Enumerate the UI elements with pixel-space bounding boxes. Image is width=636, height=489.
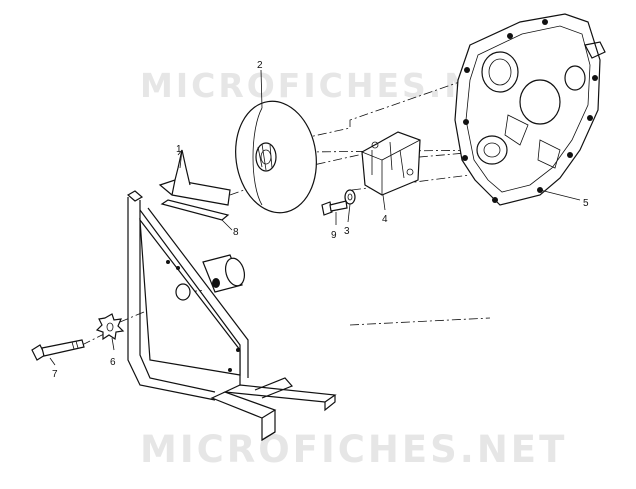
watermark-bottom: MICROFICHES.NET xyxy=(140,428,568,471)
callout-4: 4 xyxy=(382,214,388,225)
callout-2: 2 xyxy=(257,60,263,71)
callout-7: 7 xyxy=(52,369,58,380)
chaincase-housing xyxy=(454,13,606,206)
drive-clutch-disc xyxy=(235,100,317,214)
callout-9: 9 xyxy=(331,230,337,241)
leader-lines xyxy=(49,69,581,366)
bolt-small xyxy=(321,200,348,216)
star-washer xyxy=(95,313,125,341)
support-frame xyxy=(126,190,337,442)
callout-6: 6 xyxy=(110,357,116,368)
callout-3: 3 xyxy=(344,226,350,237)
long-bolt xyxy=(31,339,85,361)
bracket-plate xyxy=(158,149,231,206)
shim-strip xyxy=(160,199,230,221)
callout-5: 5 xyxy=(583,198,589,209)
spacer-bushing xyxy=(202,254,246,293)
callout-8: 8 xyxy=(233,227,239,238)
washer xyxy=(344,189,356,205)
callout-1: 1 xyxy=(176,144,182,155)
mounting-bracket-block xyxy=(361,131,421,196)
